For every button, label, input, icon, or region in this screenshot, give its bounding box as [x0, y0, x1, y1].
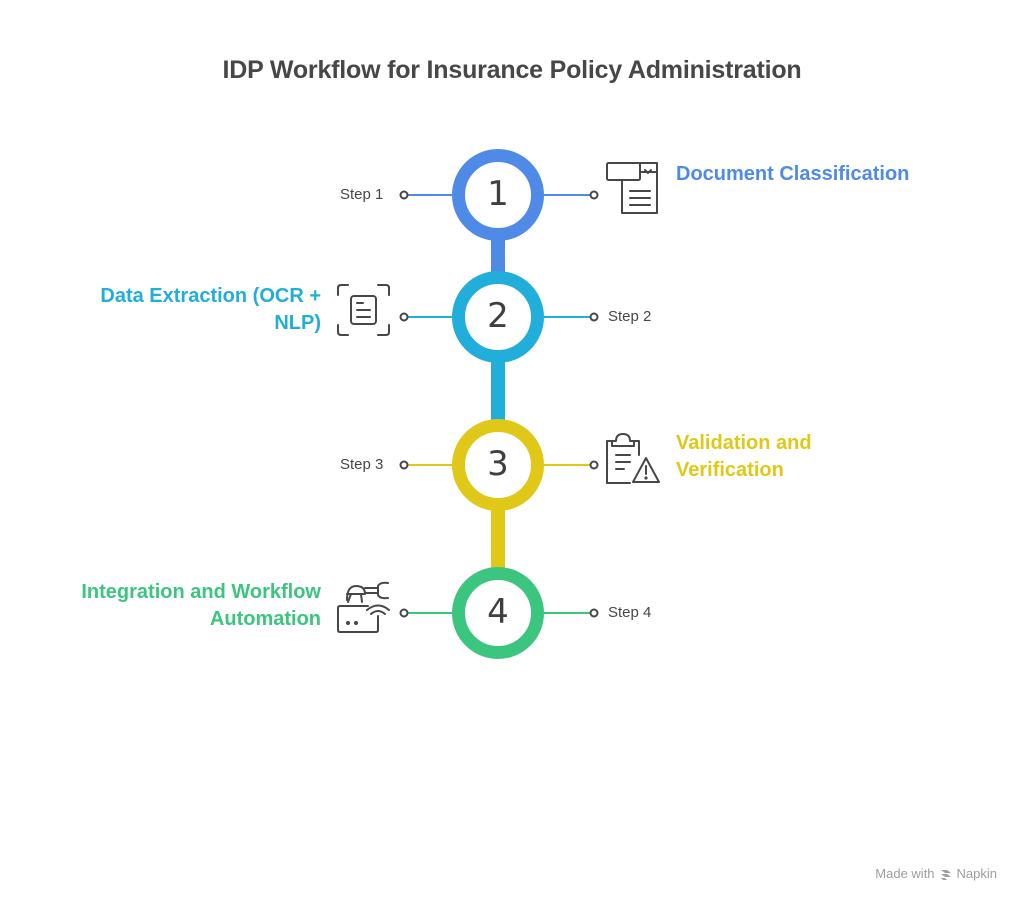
- step-2-heading: Data Extraction (OCR + NLP): [100, 283, 321, 337]
- step-4-heading-line-2: Automation: [209, 608, 321, 630]
- step-1-label: Step 1: [340, 186, 384, 203]
- step-2-node: [399, 271, 599, 363]
- step-3-heading: Validation and Verification: [676, 430, 812, 484]
- step-4-heading: Integration and Workflow Automation: [81, 579, 321, 633]
- made-with-napkin[interactable]: Made with Napkin: [875, 866, 997, 881]
- connector-3-4: [491, 508, 505, 570]
- page-title: IDP Workflow for Insurance Policy Admini…: [222, 56, 802, 84]
- clipboard-warning-icon: [606, 433, 660, 484]
- step-2-heading-line-1: Data Extraction (OCR +: [100, 285, 321, 307]
- step-3-node: [399, 419, 599, 511]
- step-4-heading-line-1: Integration and Workflow: [81, 581, 321, 603]
- step-1-node: [399, 149, 599, 241]
- step-4-label: Step 4: [608, 604, 652, 621]
- step-4-node: [399, 567, 599, 659]
- document-form-icon: [606, 162, 658, 214]
- step-1-heading-line-1: Document Classification: [676, 163, 910, 185]
- robot-arm-icon: [337, 581, 390, 633]
- step-2-heading-line-2: NLP): [274, 312, 321, 334]
- step-3-heading-line-2: Verification: [676, 459, 784, 481]
- step-3-number: 3: [487, 444, 509, 484]
- napkin-logo-icon: [940, 869, 951, 880]
- step-3-heading-line-1: Validation and: [676, 432, 812, 454]
- step-3-label: Step 3: [340, 456, 384, 473]
- step-1-number: 1: [487, 174, 509, 214]
- step-1-heading: Document Classification: [676, 161, 909, 188]
- footer-label: Made with: [875, 866, 935, 881]
- step-2-number: 2: [487, 296, 509, 336]
- footer-brand: Napkin: [956, 866, 997, 881]
- document-scan-icon: [337, 284, 390, 336]
- connector-1-2: [491, 238, 505, 274]
- step-2-label: Step 2: [608, 308, 652, 325]
- step-4-number: 4: [487, 592, 509, 632]
- connector-2-3: [491, 360, 505, 422]
